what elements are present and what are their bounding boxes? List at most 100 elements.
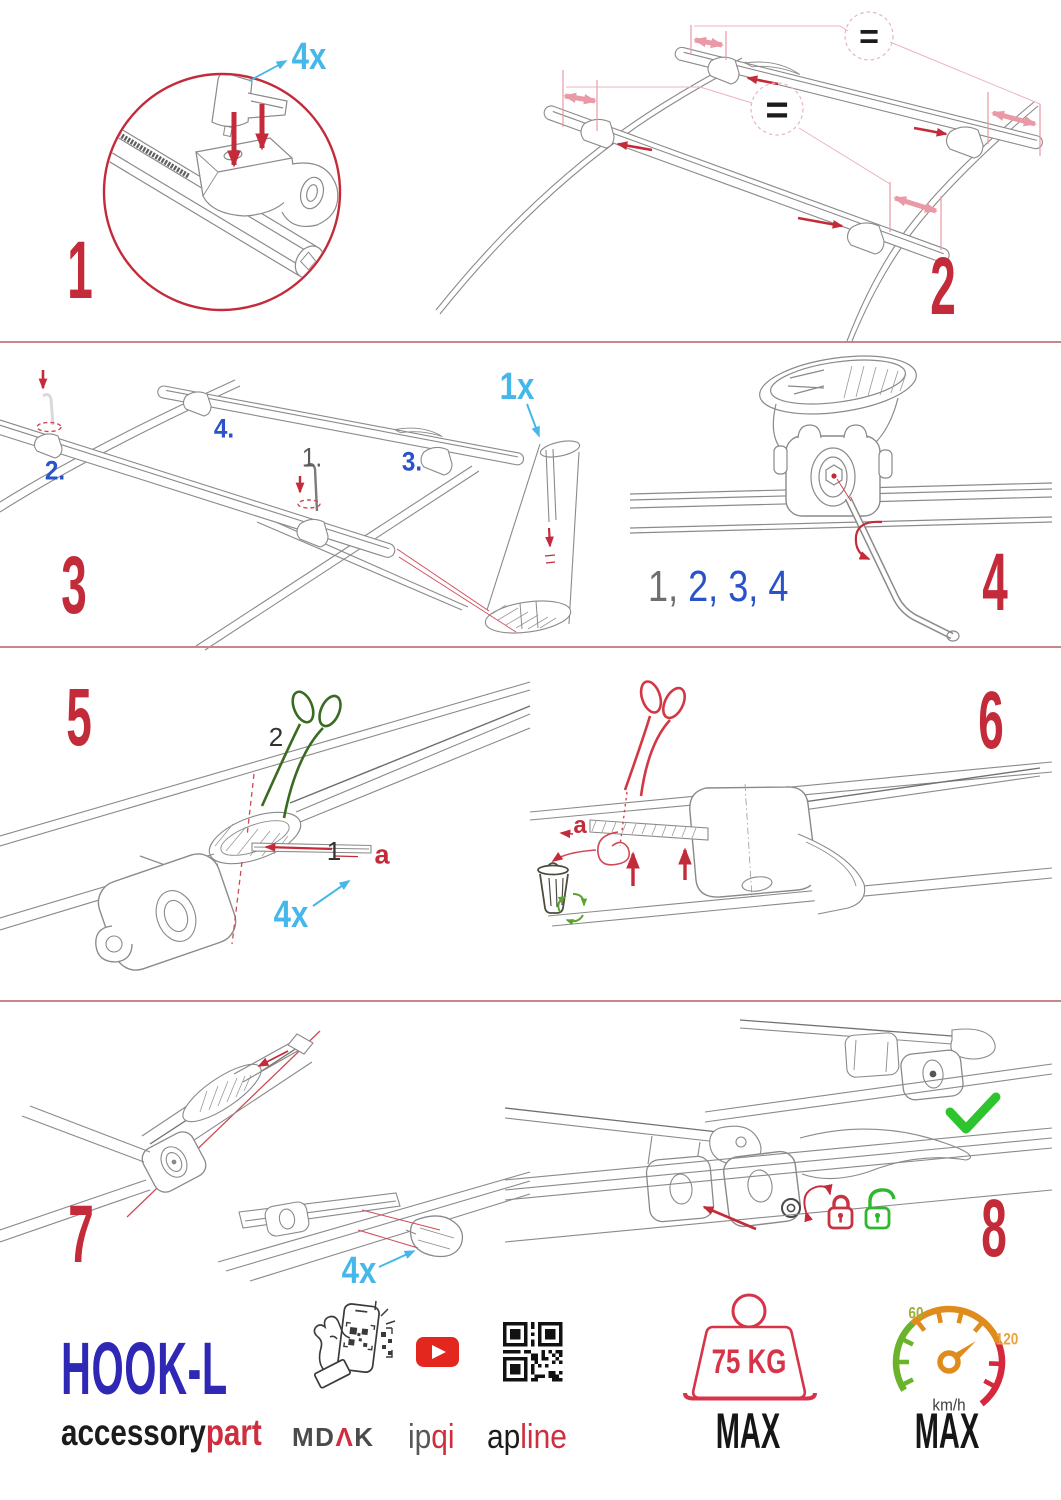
step4-sequence-blue: 2, 3, 4 xyxy=(678,562,789,611)
apline-logo: apline xyxy=(487,1420,567,1454)
step3-magnify-lines xyxy=(396,548,517,633)
step1-number: 1 xyxy=(67,225,93,316)
step8-lock-drawing xyxy=(504,1019,1053,1243)
speed-low-label: 60 xyxy=(908,1303,924,1323)
step5-cut-line xyxy=(231,773,255,945)
step2-slide-arrow-1 xyxy=(616,141,653,152)
step3-number: 3 xyxy=(61,540,87,631)
step6-a-arrow xyxy=(559,829,574,839)
step5-foot-clamp xyxy=(95,853,237,971)
step3-assembly-drawing xyxy=(0,370,581,651)
speedo-hub xyxy=(937,1350,961,1374)
step7-slot-arrow xyxy=(257,1050,289,1067)
step3-qty-leader xyxy=(526,403,540,438)
step7-foot xyxy=(141,1131,207,1193)
separator-1 xyxy=(0,341,1061,343)
step1-foot-clamp xyxy=(195,137,339,228)
ipqi-gray: ip xyxy=(408,1418,432,1456)
hand-outline xyxy=(313,1315,351,1376)
max-weight-icon xyxy=(683,1293,817,1401)
ipqi-logo: ipqi xyxy=(408,1420,455,1454)
brand-logo: accessorypart xyxy=(61,1414,262,1451)
step8-main-drawing xyxy=(504,1107,1053,1243)
recycle-icon xyxy=(557,893,588,926)
speed-unit-label: km/h xyxy=(932,1395,966,1415)
step3-order-4: 4. xyxy=(213,413,235,444)
step8-number: 8 xyxy=(981,1183,1007,1274)
step6-rubber-strip xyxy=(589,819,709,841)
step2-equal-sign-1: = xyxy=(859,18,879,56)
step1-rubber-pad xyxy=(211,75,288,138)
step1-quantity-label: 4x xyxy=(291,36,327,78)
step1-zoom-circle xyxy=(102,72,342,312)
brand-suffix: part xyxy=(205,1412,262,1453)
step4-allen-key xyxy=(844,496,960,642)
step3-ghost-tool xyxy=(36,393,62,433)
step3-feet xyxy=(33,391,453,548)
step4-sequence: 1, 2, 3, 4 xyxy=(648,565,788,609)
apline-dark: ap xyxy=(487,1418,521,1456)
step7-endcap-drawing xyxy=(0,1030,531,1282)
step7-quantity-label: 4x xyxy=(341,1250,377,1292)
step3-rail-right xyxy=(195,465,473,647)
step4-number: 4 xyxy=(982,537,1008,628)
youtube-icon xyxy=(416,1337,459,1367)
product-name: HOOK-L xyxy=(61,1327,228,1410)
step4-clamp-body xyxy=(773,424,893,517)
step5-bar-opening xyxy=(208,811,302,865)
mdak-md: MD xyxy=(292,1422,336,1452)
step7-bar-end xyxy=(238,1192,401,1229)
step7-red-line xyxy=(126,1030,321,1218)
step2-rear-bar xyxy=(674,46,1043,150)
step2-slide-arrow-4 xyxy=(913,126,948,137)
scan-phone-icon xyxy=(313,1300,396,1389)
step5-strip-label: 1 xyxy=(326,836,342,866)
step2-leader-lines xyxy=(566,25,1041,185)
step5-bar-top xyxy=(289,705,531,804)
step4-sequence-gray: 1, xyxy=(648,562,679,611)
max-weight-value: 75 KG xyxy=(711,1343,787,1381)
step3-rear-bar xyxy=(157,385,525,466)
step2-spacing-drawing xyxy=(435,11,1043,342)
max-weight-label: MAX xyxy=(715,1403,781,1459)
step5-quantity-label: 4x xyxy=(273,894,309,936)
step4-rotate-arrow xyxy=(854,520,883,561)
step8-slide-arrow xyxy=(702,1205,757,1231)
step2-equal-circle-2 xyxy=(750,82,804,136)
step5-scissors-icon xyxy=(260,690,342,819)
step2-rail-left xyxy=(435,57,743,311)
step2-equal-sign-2: = xyxy=(765,88,789,132)
step3-quantity-label: 1x xyxy=(499,366,535,408)
step3-rotate-dashes xyxy=(297,499,321,509)
separator-3 xyxy=(0,1000,1061,1002)
speed-high-label: 120 xyxy=(995,1329,1019,1349)
qr-code-icon xyxy=(503,1322,563,1382)
step6-scissors-icon xyxy=(623,680,687,797)
step6-part-label: a xyxy=(573,812,587,839)
step3-order-1: 1. xyxy=(301,442,323,473)
step7-qty-leader xyxy=(378,1250,416,1268)
step6-toss-arrow xyxy=(551,849,597,862)
mdak-k: K xyxy=(354,1422,375,1452)
step8-locked-overview xyxy=(704,1019,1053,1123)
step8-key-knob xyxy=(781,1198,801,1218)
step5-part-label: a xyxy=(374,839,390,870)
brand-prefix: accessory xyxy=(61,1412,206,1453)
step8-rotate-arrow xyxy=(803,1183,833,1223)
step3-order-2: 2. xyxy=(44,455,66,486)
step5-strip-drawing xyxy=(0,681,531,971)
step5-qty-leader xyxy=(312,880,351,907)
step7-endcap-part xyxy=(405,1215,464,1258)
speedometer-icon xyxy=(892,1305,1006,1407)
step2-number: 2 xyxy=(930,241,956,332)
step6-cut-drawing xyxy=(529,680,1053,927)
speedo-arc-green xyxy=(892,1320,916,1392)
lock-closed-icon xyxy=(827,1194,854,1230)
max-speed-label: MAX xyxy=(914,1403,980,1459)
step6-strip-curl xyxy=(597,831,631,866)
check-icon xyxy=(945,1092,1001,1134)
step1-qty-leader xyxy=(248,60,288,82)
separator-2 xyxy=(0,646,1061,648)
apline-red: line xyxy=(520,1418,567,1456)
